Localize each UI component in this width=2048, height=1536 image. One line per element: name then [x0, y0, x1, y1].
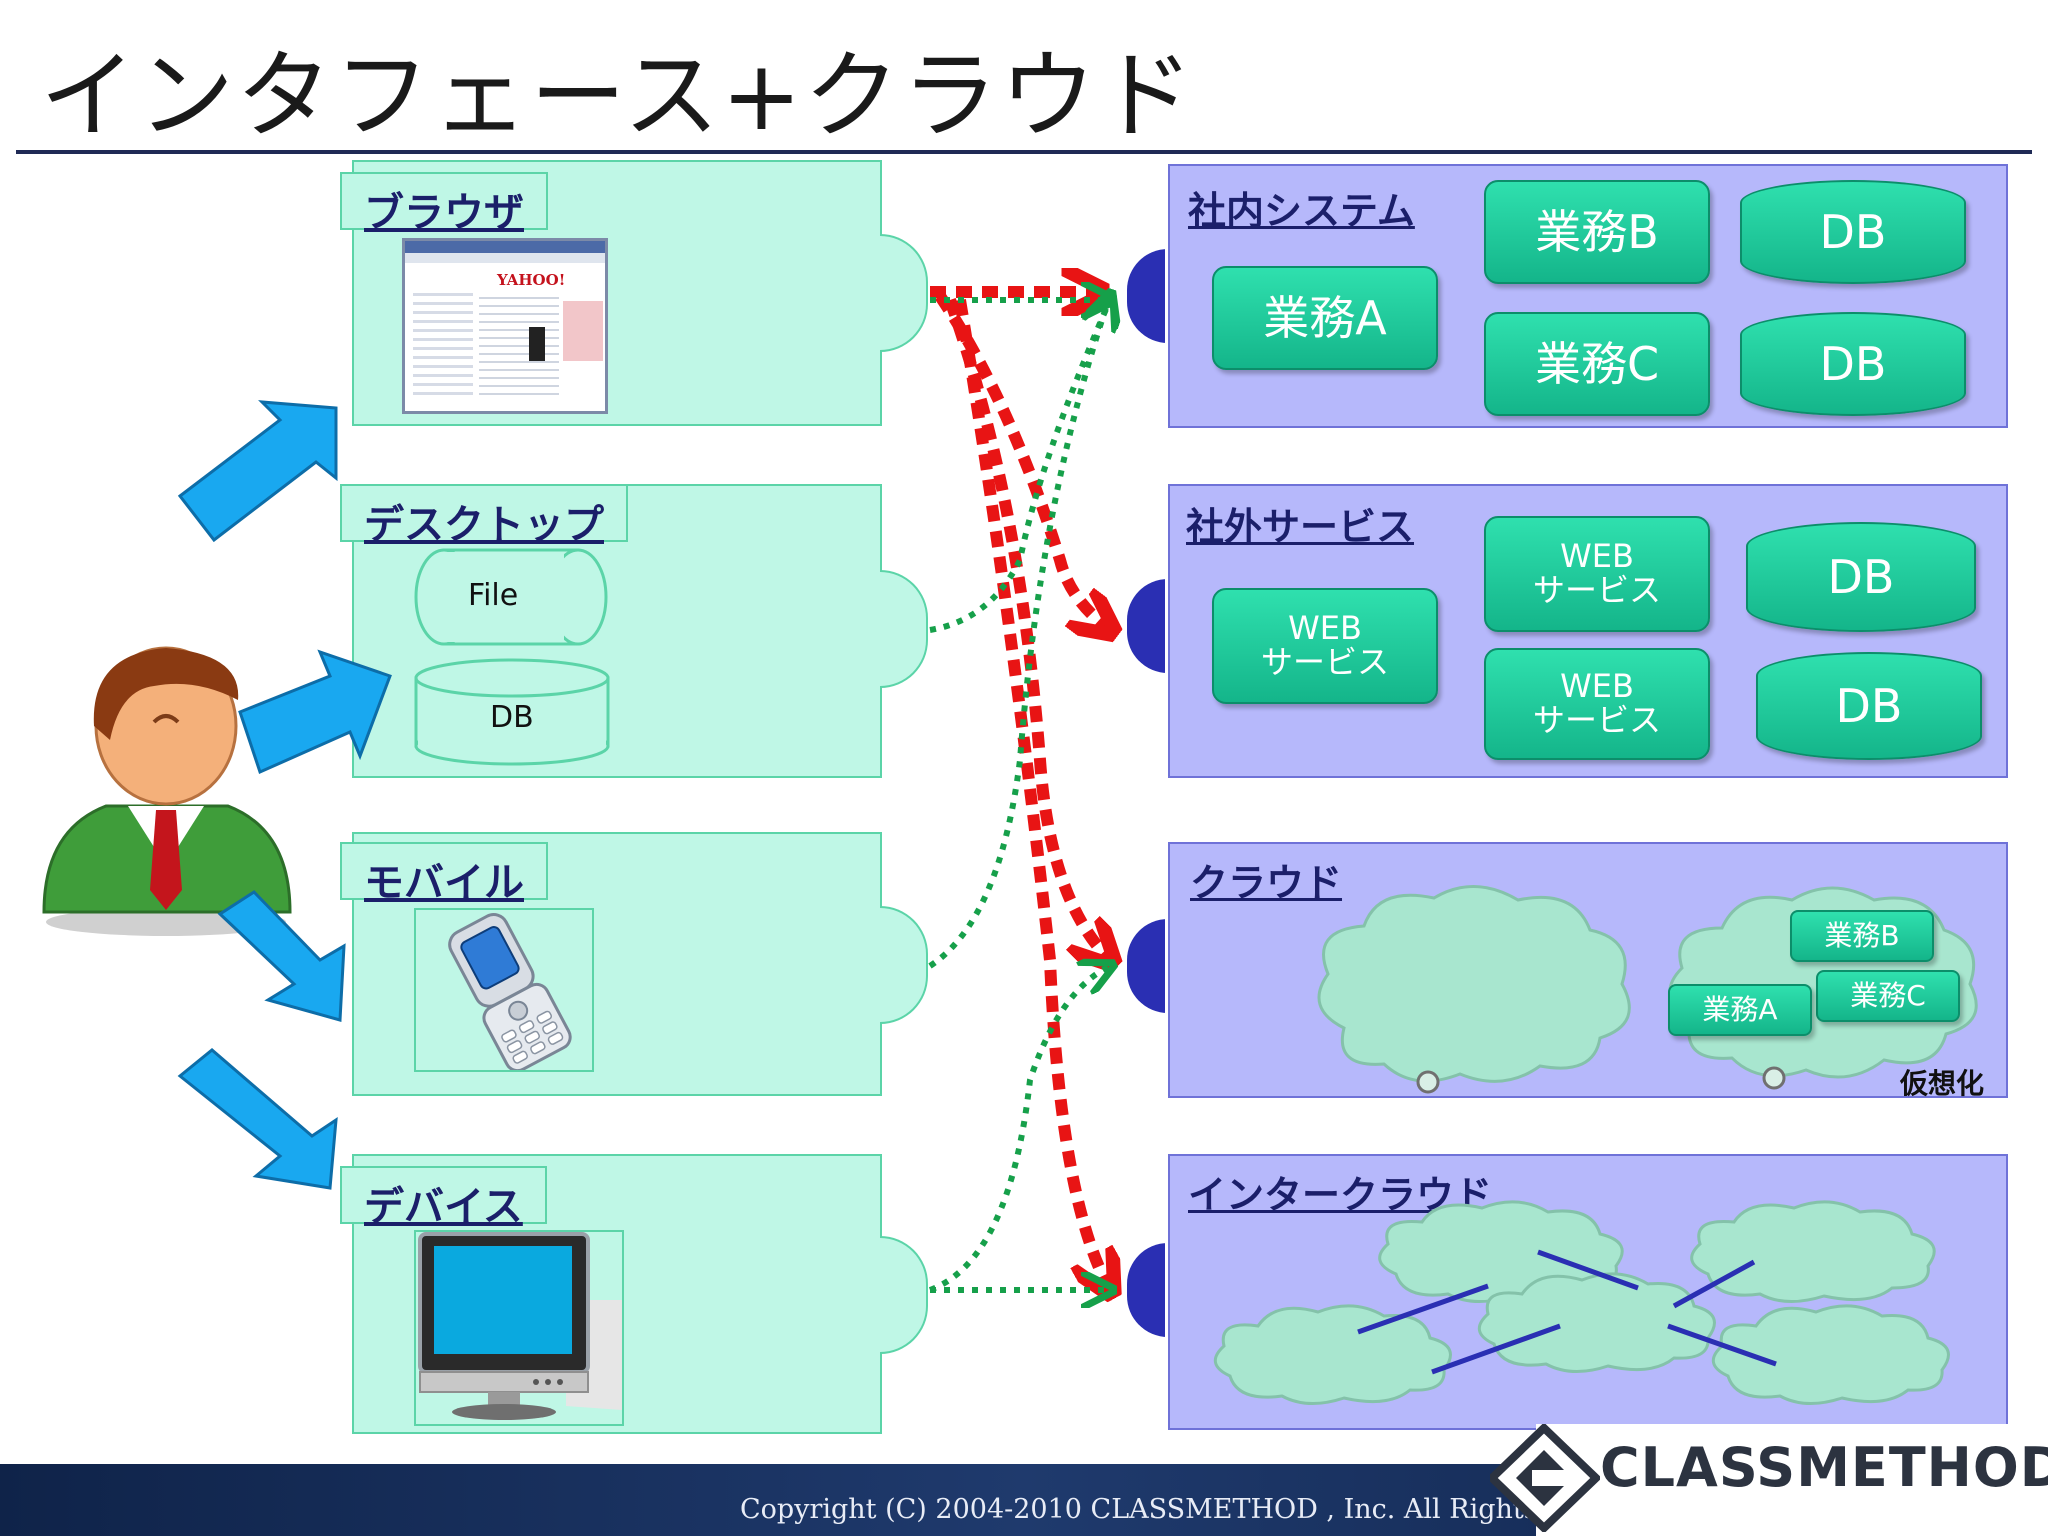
db-label: DB	[490, 700, 534, 735]
service-label-internal: 社内システム	[1188, 189, 1415, 233]
classmethod-logo-icon	[1490, 1424, 1600, 1532]
file-cylinder-icon	[414, 548, 608, 646]
monitor-icon	[418, 1232, 622, 1420]
service-label-cloud: クラウド	[1190, 861, 1343, 905]
file-label: File	[468, 578, 519, 613]
db-box-internal-1: DB	[1740, 180, 1966, 284]
intercloud-network	[1213, 1200, 1950, 1406]
brand-area	[1536, 1424, 2048, 1536]
cloud-icon	[1213, 1304, 1452, 1406]
db-box-external-2: DB	[1756, 652, 1982, 760]
cloud-icon	[1317, 885, 1631, 1094]
biz-box-internal-a: 業務A	[1212, 266, 1438, 370]
client-tab-desktop: デスクトップ	[340, 484, 628, 548]
cloud-icon	[1477, 1272, 1716, 1374]
blue-arrows	[177, 400, 392, 1190]
db-cylinder-icon	[414, 658, 610, 766]
flip-phone-icon	[448, 913, 572, 1070]
copyright-text: Copyright (C) 2004-2010 CLASSMETHOD , In…	[740, 1494, 1657, 1525]
web-service-box-2: WEB サービス	[1484, 516, 1710, 632]
cloud-icon	[1690, 1200, 1936, 1304]
client-tab-browser: ブラウザ	[340, 172, 548, 236]
biz-box-internal-c: 業務C	[1484, 312, 1710, 416]
user-icon	[42, 646, 292, 936]
cloud-biz-b: 業務B	[1790, 910, 1934, 962]
cloud-biz-c: 業務C	[1816, 970, 1960, 1022]
browser-window-icon: YAHOO!	[402, 238, 608, 414]
page-title: インタフェース+クラウド	[40, 40, 1196, 152]
client-tab-device: デバイス	[340, 1166, 547, 1230]
biz-box-internal-b: 業務B	[1484, 180, 1710, 284]
cloud-icon	[1711, 1304, 1950, 1406]
web-service-box-1: WEB サービス	[1212, 588, 1438, 704]
db-box-external-1: DB	[1746, 522, 1976, 632]
mobile-image-frame	[414, 908, 594, 1072]
client-tab-mobile: モバイル	[340, 842, 548, 906]
virtualization-note: 仮想化	[1900, 1067, 1985, 1100]
brand-name: CLASSMETHOD	[1600, 1436, 2048, 1499]
device-image-frame	[414, 1230, 624, 1426]
db-box-internal-2: DB	[1740, 312, 1966, 416]
service-label-external: 社外サービス	[1186, 505, 1415, 549]
title-divider	[16, 150, 2032, 154]
yahoo-logo: YAHOO!	[497, 271, 566, 289]
web-service-box-3: WEB サービス	[1484, 648, 1710, 760]
cloud-biz-a: 業務A	[1668, 984, 1812, 1036]
